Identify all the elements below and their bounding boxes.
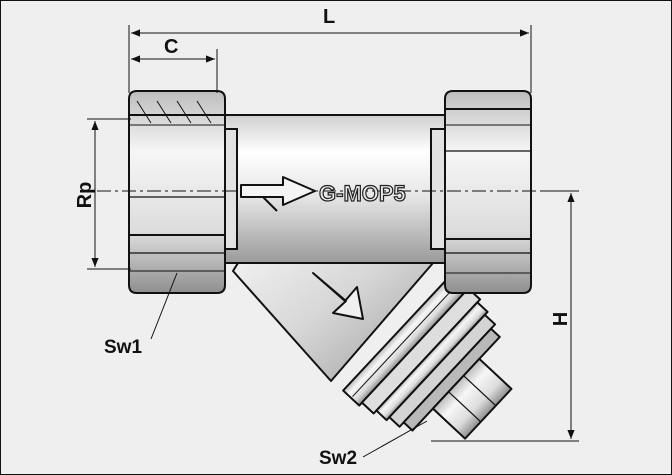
dim-label-connection: C — [164, 36, 178, 58]
strainer-cap — [342, 269, 513, 440]
wrench-size-sw1: Sw1 — [104, 337, 142, 358]
drain-plug — [431, 357, 513, 440]
dim-label-height: H — [550, 312, 572, 326]
dimension-lines — [87, 25, 579, 458]
outlet-hex-nut — [444, 90, 532, 294]
body-marking: G-MOP5 — [319, 181, 406, 206]
filter-direction-icon — [312, 272, 364, 320]
wrench-size-sw2: Sw2 — [319, 448, 357, 469]
inlet-hex-nut — [128, 90, 226, 294]
dim-label-length: L — [323, 6, 335, 28]
valve-body — [218, 114, 448, 264]
flow-arrow-icon — [240, 176, 316, 212]
dim-label-thread: Rp — [74, 182, 96, 209]
